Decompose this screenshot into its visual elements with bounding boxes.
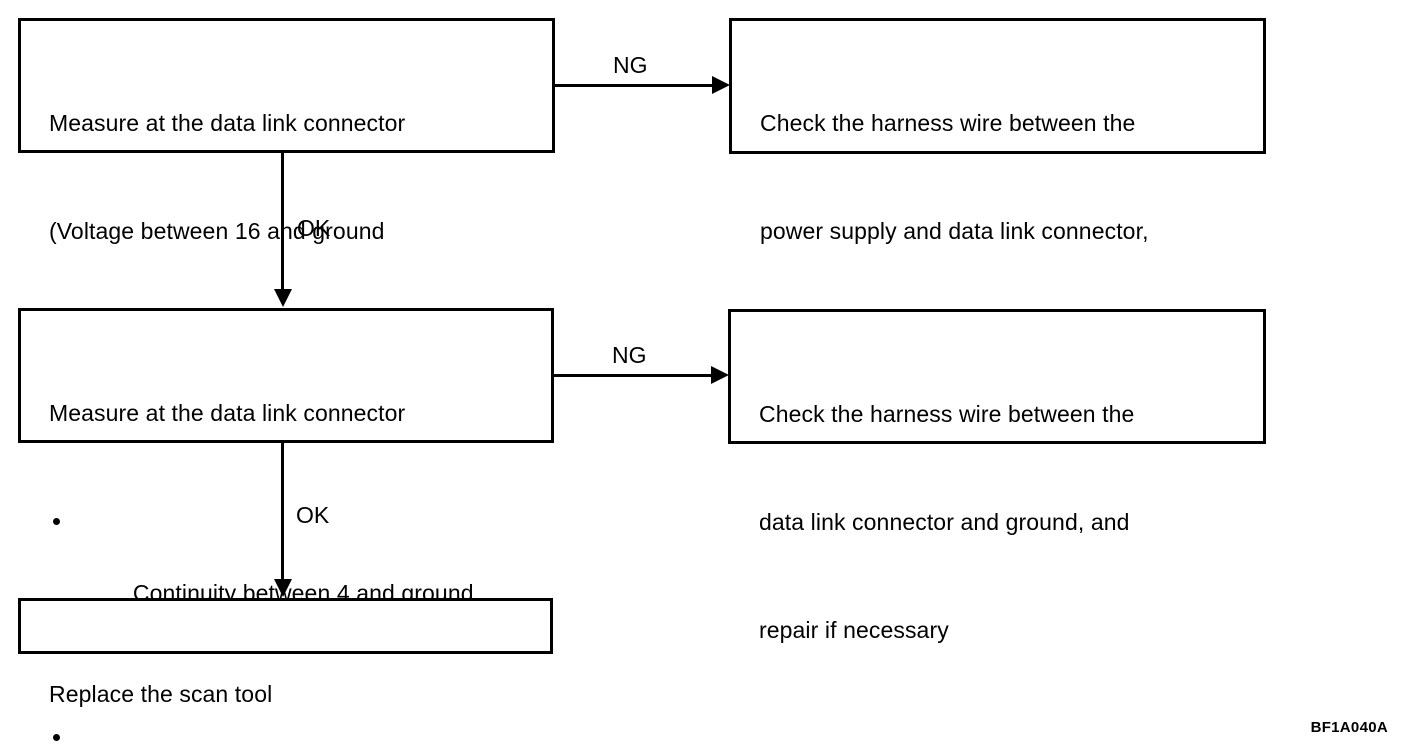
connector-ng-middle-line <box>554 374 712 377</box>
node-check-ground-harness-line-2: data link connector and ground, and <box>759 509 1130 535</box>
node-check-ground-harness: Check the harness wire between the data … <box>728 309 1266 643</box>
edge-label-ok-middle: OK <box>296 502 330 528</box>
connector-ok-top-arrowhead <box>274 289 292 307</box>
node-measure-continuity-bullet-2-row: Continuity between 5 and ground <box>49 719 543 754</box>
node-measure-voltage-line-2: (Voltage between 16 and ground <box>49 218 385 244</box>
connector-ng-top-line <box>555 84 713 87</box>
connector-ok-middle-arrowhead <box>274 579 292 597</box>
bullet-icon <box>53 734 60 741</box>
edge-label-ng-top: NG <box>613 52 648 78</box>
figure-code-label: BF1A040A <box>1310 719 1388 736</box>
edge-label-ok-top: OK <box>297 215 331 241</box>
node-measure-continuity: Measure at the data link connector Conti… <box>18 308 554 741</box>
bullet-icon <box>53 518 60 525</box>
node-measure-voltage-line-1: Measure at the data link connector <box>49 110 406 136</box>
node-check-ground-harness-line-3: repair if necessary <box>759 617 949 643</box>
connector-ok-middle-line <box>281 443 284 580</box>
node-check-ground-harness-line-1: Check the harness wire between the <box>759 401 1135 427</box>
node-check-power-harness: Check the harness wire between the power… <box>729 18 1266 352</box>
edge-label-ng-middle: NG <box>612 342 647 368</box>
node-replace-scan-tool: Replace the scan tool <box>18 598 553 707</box>
node-replace-scan-tool-line-1: Replace the scan tool <box>49 681 273 707</box>
node-replace-scan-tool-text: Replace the scan tool <box>49 604 542 754</box>
node-check-power-harness-line-1: Check the harness wire between the <box>760 110 1136 136</box>
node-check-ground-harness-text: Check the harness wire between the data … <box>759 324 1255 720</box>
connector-ok-top-line <box>281 153 284 290</box>
connector-ng-top-arrowhead <box>712 76 730 94</box>
node-measure-voltage: Measure at the data link connector (Volt… <box>18 18 555 352</box>
node-measure-continuity-heading: Measure at the data link connector <box>49 400 406 426</box>
node-check-power-harness-line-2: power supply and data link connector, <box>760 218 1149 244</box>
connector-ng-middle-arrowhead <box>711 366 729 384</box>
